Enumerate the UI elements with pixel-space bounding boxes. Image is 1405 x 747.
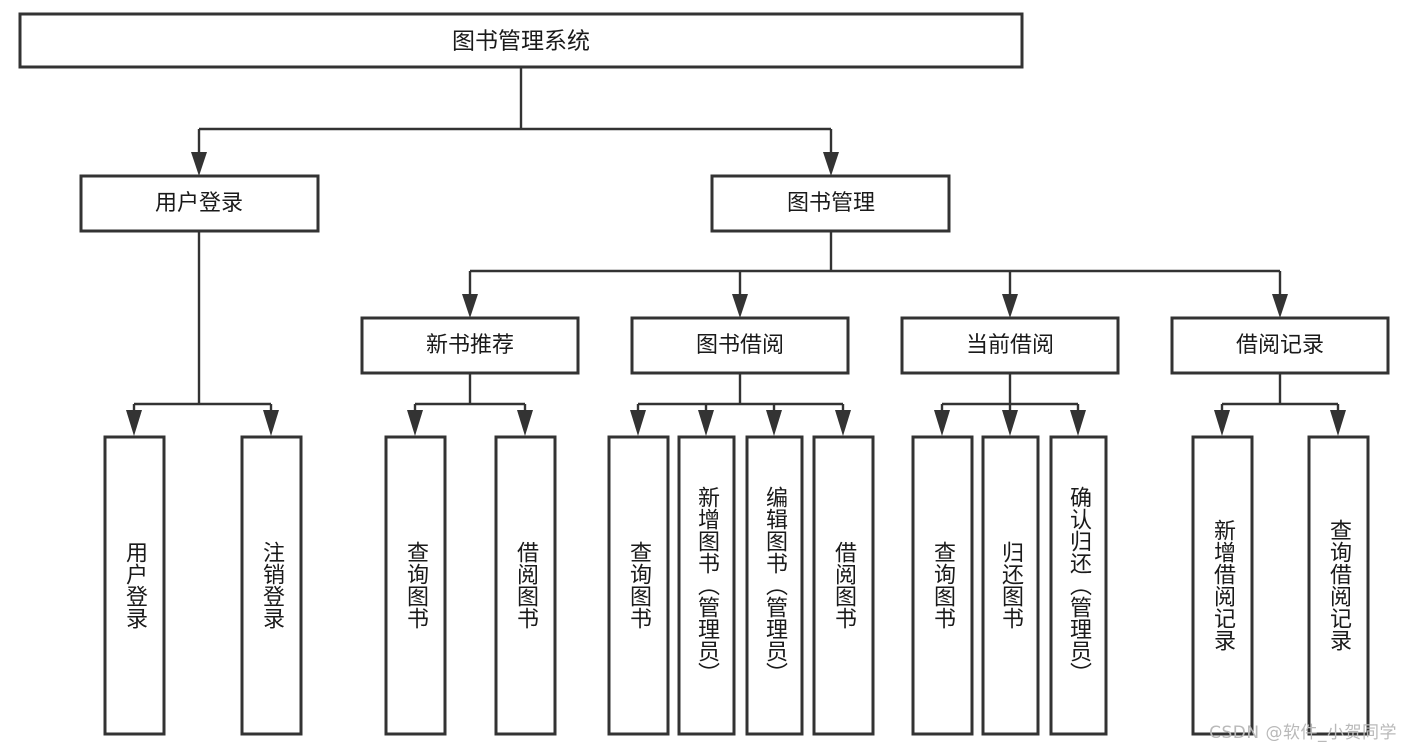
node-leaf-query-book-3-box[interactable] xyxy=(911,435,974,736)
node-current-borrow-box[interactable] xyxy=(900,316,1120,375)
arrowhead-leaf-borrow-book-2 xyxy=(835,410,851,436)
arrowhead-leaf-user-logout xyxy=(263,410,279,436)
node-leaf-borrow-book-1[interactable]: 借阅图书 xyxy=(494,435,557,736)
node-leaf-query-book-1-box[interactable] xyxy=(384,435,447,736)
node-leaf-query-book-2[interactable]: 查询图书 xyxy=(607,435,670,736)
node-book-manage-label: 图书管理 xyxy=(787,191,875,216)
node-leaf-user-login-label: 用户登录 xyxy=(122,541,148,629)
arrowhead-book-borrow xyxy=(732,294,748,318)
node-leaf-edit-book-box[interactable] xyxy=(745,435,804,736)
node-leaf-query-record-label: 查询借阅记录 xyxy=(1326,519,1352,651)
node-leaf-user-logout-label: 注销登录 xyxy=(259,541,285,629)
node-user-login-label: 用户登录 xyxy=(155,191,243,216)
node-current-borrow-label: 当前借阅 xyxy=(966,333,1054,358)
node-book-manage[interactable]: 图书管理 xyxy=(710,174,951,233)
node-book-borrow-box[interactable] xyxy=(630,316,850,375)
node-leaf-edit-book-label: 编辑图书（管理员） xyxy=(762,486,788,684)
node-book-borrow-label: 图书借阅 xyxy=(696,333,784,358)
node-root-label: 图书管理系统 xyxy=(452,29,590,55)
node-leaf-edit-book[interactable]: 编辑图书（管理员） xyxy=(745,435,804,736)
node-new-book-recommend-box[interactable] xyxy=(360,316,580,375)
arrowhead-book-manage xyxy=(823,152,839,176)
node-new-book-recommend-label: 新书推荐 xyxy=(426,333,514,358)
node-borrow-record[interactable]: 借阅记录 xyxy=(1170,316,1390,375)
node-leaf-query-book-3[interactable]: 查询图书 xyxy=(911,435,974,736)
arrowhead-leaf-user-login xyxy=(126,410,142,436)
node-borrow-record-label: 借阅记录 xyxy=(1236,333,1324,358)
arrowhead-leaf-query-book-3 xyxy=(934,410,950,436)
connector-group-user-login xyxy=(126,231,279,436)
arrowhead-leaf-confirm-return xyxy=(1070,410,1086,436)
node-leaf-borrow-book-2[interactable]: 借阅图书 xyxy=(812,435,875,736)
node-borrow-record-box[interactable] xyxy=(1170,316,1390,375)
node-leaf-borrow-book-2-label: 借阅图书 xyxy=(831,541,857,629)
arrowhead-user-login xyxy=(191,152,207,176)
connector-group-book-manage xyxy=(462,231,1288,318)
node-leaf-user-logout[interactable]: 注销登录 xyxy=(240,435,303,736)
node-leaf-user-logout-box[interactable] xyxy=(240,435,303,736)
node-new-book-recommend[interactable]: 新书推荐 xyxy=(360,316,580,375)
csdn-watermark: CSDN @软件_小贺同学 xyxy=(1209,723,1397,743)
node-leaf-return-book[interactable]: 归还图书 xyxy=(981,435,1040,736)
node-leaf-query-book-2-box[interactable] xyxy=(607,435,670,736)
arrowhead-leaf-query-record xyxy=(1330,410,1346,436)
arrowhead-leaf-return-book xyxy=(1002,410,1018,436)
arrowhead-borrow-record xyxy=(1272,294,1288,318)
arrowhead-leaf-query-book-2 xyxy=(630,410,646,436)
arrowhead-new-book-recommend xyxy=(462,294,478,318)
node-user-login[interactable]: 用户登录 xyxy=(79,174,320,233)
node-leaf-confirm-return-box[interactable] xyxy=(1049,435,1108,736)
connector-group-root xyxy=(191,67,839,176)
node-leaf-return-book-box[interactable] xyxy=(981,435,1040,736)
node-book-borrow[interactable]: 图书借阅 xyxy=(630,316,850,375)
node-leaf-add-record-label: 新增借阅记录 xyxy=(1210,519,1236,651)
node-leaf-return-book-label: 归还图书 xyxy=(998,541,1024,629)
node-leaf-add-book-label: 新增图书（管理员） xyxy=(694,486,720,684)
arrowhead-leaf-edit-book xyxy=(766,410,782,436)
node-book-manage-box[interactable] xyxy=(710,174,951,233)
connector-group-borrow-record xyxy=(1214,373,1346,436)
node-leaf-query-book-1-label: 查询图书 xyxy=(403,541,429,629)
node-leaf-borrow-book-2-box[interactable] xyxy=(812,435,875,736)
node-leaf-query-book-2-label: 查询图书 xyxy=(626,541,652,629)
node-leaf-user-login-box[interactable] xyxy=(103,435,166,736)
node-leaf-query-record[interactable]: 查询借阅记录 xyxy=(1307,435,1370,736)
node-leaf-borrow-book-1-box[interactable] xyxy=(494,435,557,736)
node-leaf-confirm-return-label: 确认归还（管理员） xyxy=(1066,486,1092,684)
node-root[interactable]: 图书管理系统 xyxy=(18,12,1024,69)
node-leaf-query-book-3-label: 查询图书 xyxy=(930,541,956,629)
arrowhead-leaf-query-book-1 xyxy=(407,410,423,436)
node-current-borrow[interactable]: 当前借阅 xyxy=(900,316,1120,375)
arrowhead-leaf-borrow-book-1 xyxy=(517,410,533,436)
connector-group-current-borrow xyxy=(934,373,1086,436)
node-leaf-confirm-return[interactable]: 确认归还（管理员） xyxy=(1049,435,1108,736)
node-user-login-box[interactable] xyxy=(79,174,320,233)
node-leaf-query-record-box[interactable] xyxy=(1307,435,1370,736)
node-leaf-query-book-1[interactable]: 查询图书 xyxy=(384,435,447,736)
node-leaf-add-book-box[interactable] xyxy=(677,435,736,736)
node-leaf-borrow-book-1-label: 借阅图书 xyxy=(513,541,539,629)
arrowhead-leaf-add-record xyxy=(1214,410,1230,436)
connector-group-new-book-recommend xyxy=(407,373,533,436)
node-leaf-add-book[interactable]: 新增图书（管理员） xyxy=(677,435,736,736)
arrowhead-leaf-add-book xyxy=(698,410,714,436)
node-leaf-add-record[interactable]: 新增借阅记录 xyxy=(1191,435,1254,736)
connector-group-book-borrow xyxy=(630,373,851,436)
node-root-box[interactable] xyxy=(18,12,1024,69)
node-leaf-add-record-box[interactable] xyxy=(1191,435,1254,736)
node-leaf-user-login[interactable]: 用户登录 xyxy=(103,435,166,736)
arrowhead-current-borrow xyxy=(1002,294,1018,318)
